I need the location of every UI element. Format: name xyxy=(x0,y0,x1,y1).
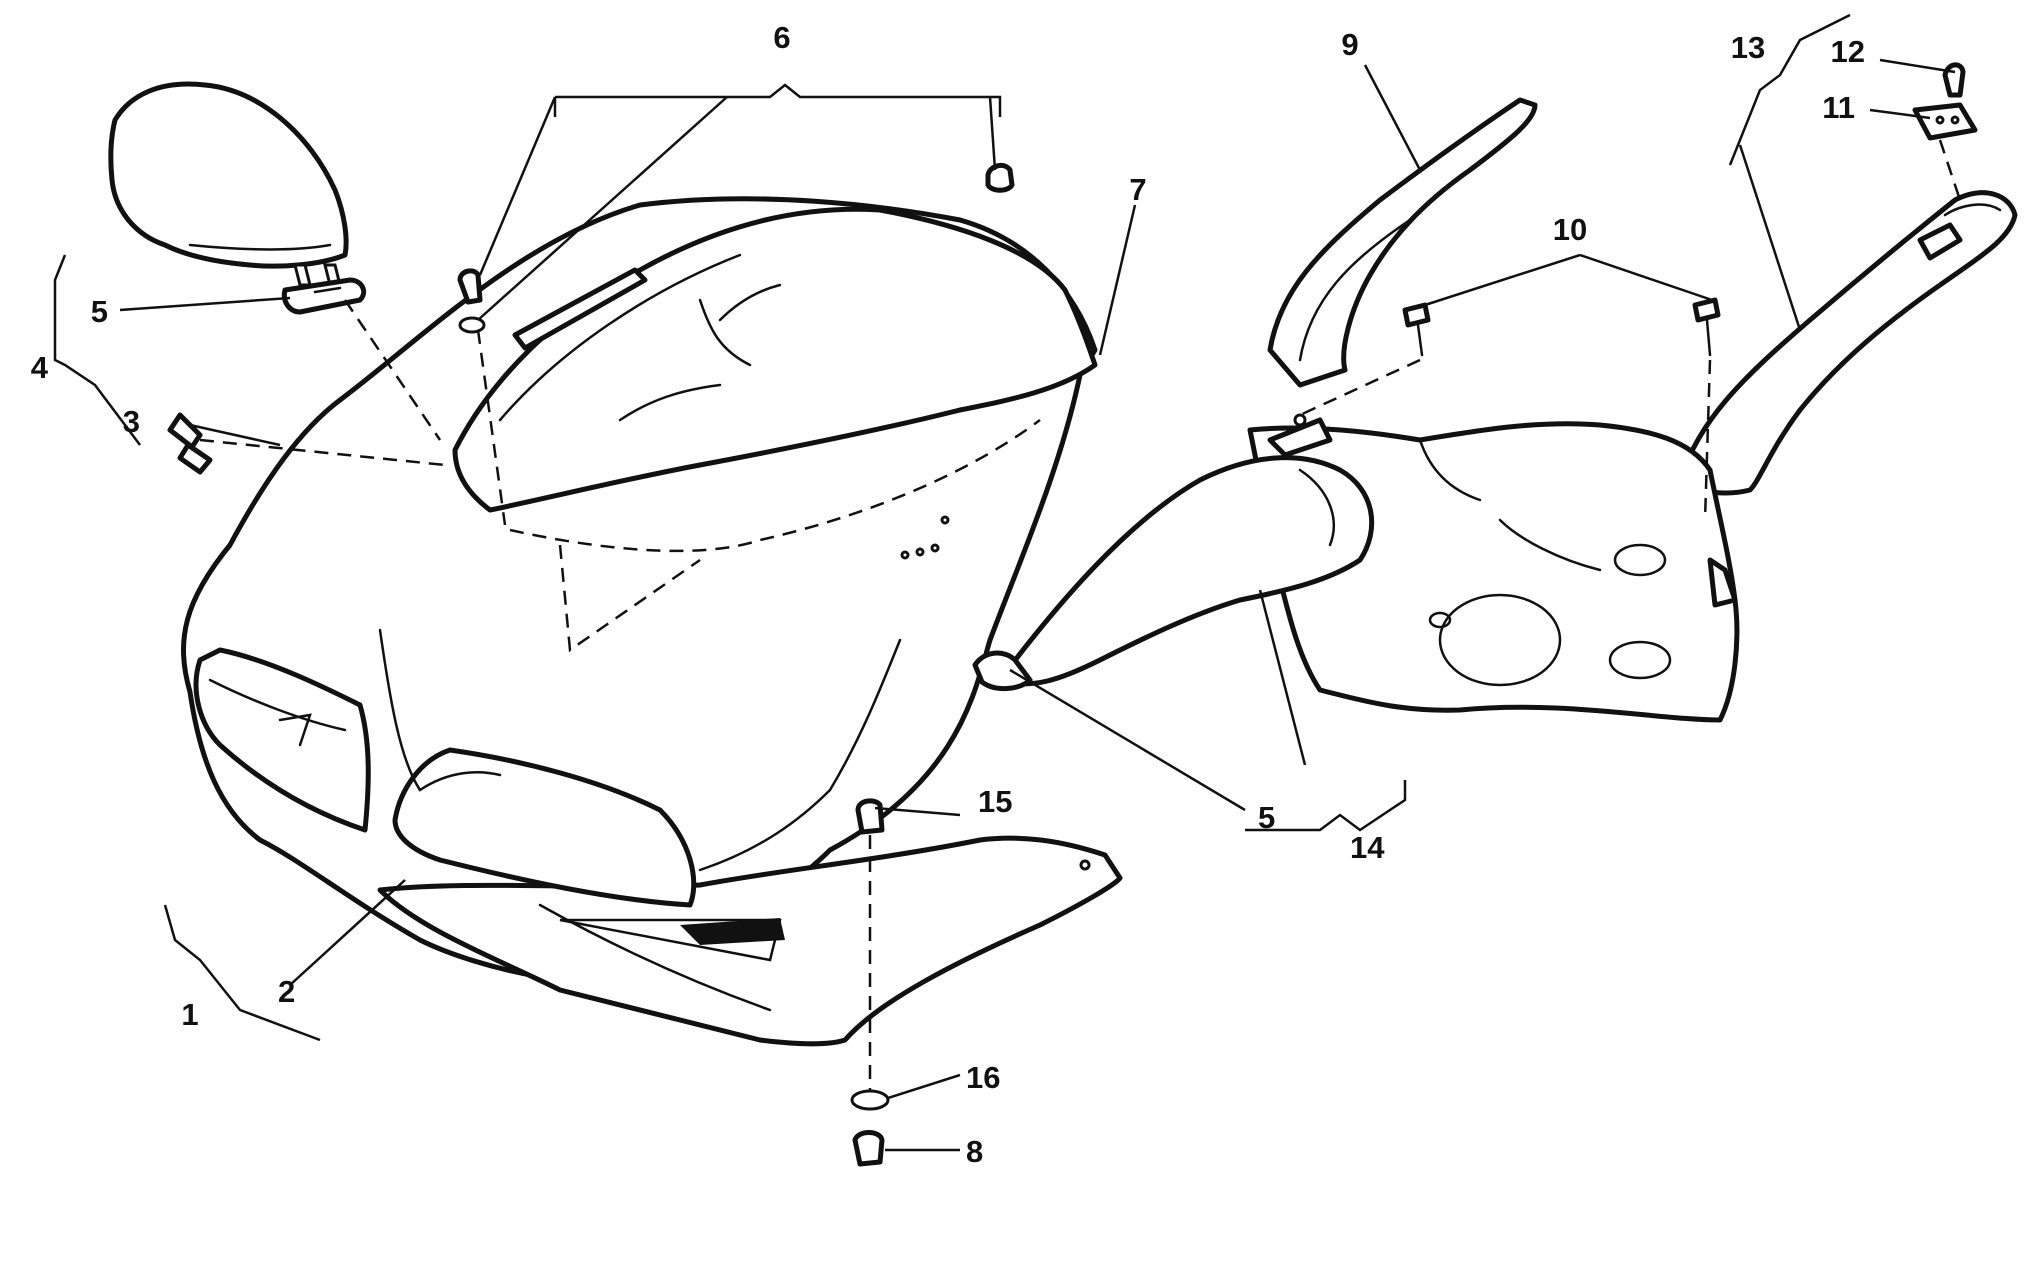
callout-4: 4 xyxy=(31,350,49,385)
callout-5-right: 5 xyxy=(1258,800,1275,835)
callout-1: 1 xyxy=(181,997,198,1032)
callout-3: 3 xyxy=(123,404,140,439)
screw-12 xyxy=(1942,62,1966,98)
mirror-gasket-left xyxy=(281,277,367,315)
callout-11: 11 xyxy=(1822,90,1855,125)
callout-labels: 6 9 13 12 11 7 10 5 4 3 15 5 14 2 1 16 8 xyxy=(31,20,1865,1169)
inner-panel xyxy=(1247,417,1740,723)
washer-16 xyxy=(850,1089,890,1111)
bolt-10-left xyxy=(1402,302,1431,357)
bolt-10-right xyxy=(1692,297,1721,357)
callout-15: 15 xyxy=(978,784,1012,819)
bolt-15 xyxy=(855,798,885,835)
screw-8 xyxy=(852,1130,885,1167)
windscreen xyxy=(452,206,1098,513)
callout-6: 6 xyxy=(773,20,790,55)
callout-7: 7 xyxy=(1129,172,1146,207)
callout-14: 14 xyxy=(1350,830,1385,865)
fastener-6 xyxy=(457,162,1015,334)
callout-13: 13 xyxy=(1731,30,1765,65)
callout-16: 16 xyxy=(966,1060,1000,1095)
mirror-left xyxy=(108,81,349,287)
mirror-right xyxy=(972,455,1375,691)
callout-10: 10 xyxy=(1553,212,1587,247)
screw-3 xyxy=(167,412,213,475)
fairing-stay-right xyxy=(1677,190,2018,496)
fairing-stay-left xyxy=(1267,97,1538,427)
clip-11 xyxy=(1912,102,1978,141)
leader-lines xyxy=(119,58,1962,1152)
group-braces xyxy=(53,13,1851,1042)
callout-9: 9 xyxy=(1341,27,1358,62)
callout-12: 12 xyxy=(1831,34,1865,69)
callout-2: 2 xyxy=(278,974,295,1009)
callout-8: 8 xyxy=(966,1134,983,1169)
callout-5-left: 5 xyxy=(91,294,108,329)
